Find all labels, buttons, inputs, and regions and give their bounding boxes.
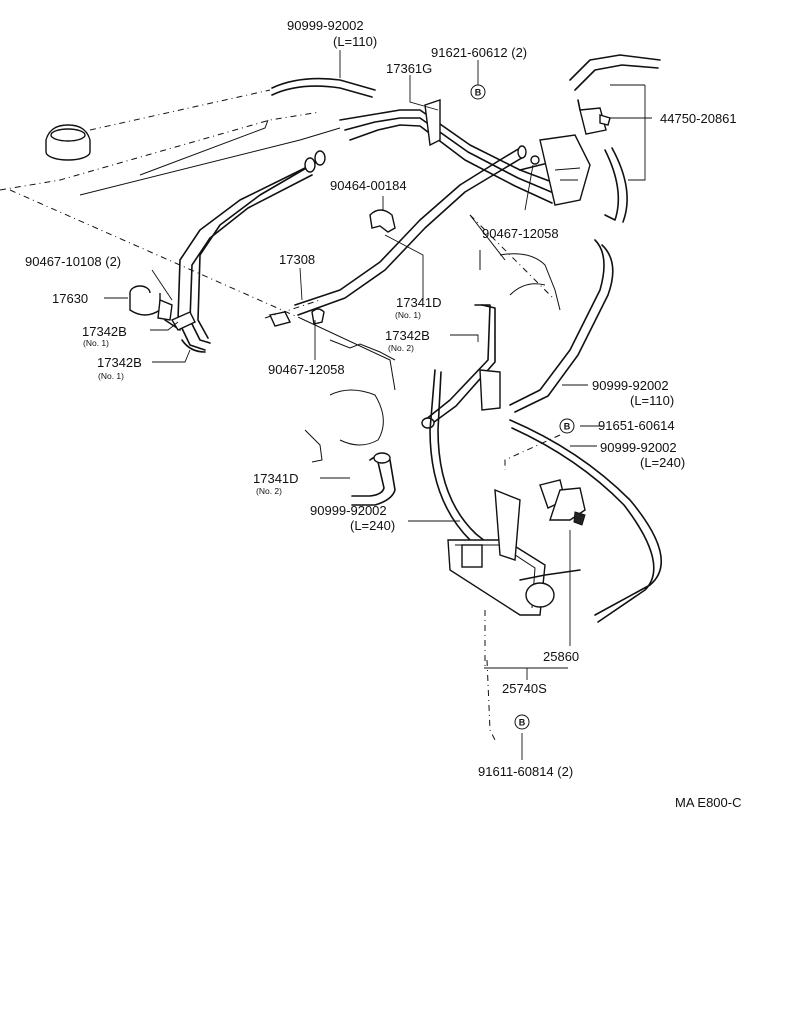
label-hose-right-240-length: (L=240) xyxy=(640,455,685,470)
label-clip-lower: 90467-12058 xyxy=(268,362,345,377)
label-hose-left-240: 90999-92002 xyxy=(310,503,387,518)
label-bolt-top: 91621-60612 (2) xyxy=(431,45,527,60)
hose-17341d-no1 xyxy=(294,145,527,316)
label-bolt-right: 91651-60614 xyxy=(598,418,675,433)
label-hose-right-110-length: (L=110) xyxy=(630,393,674,408)
label-hose-17342b-no1: 17342B xyxy=(82,324,127,339)
pipe-left-bundle xyxy=(177,150,326,351)
hose-17342b-no2 xyxy=(421,304,501,429)
label-hose-right-110: 90999-92002 xyxy=(592,378,669,393)
engine-outline xyxy=(0,111,561,463)
pipe-17361g xyxy=(339,99,591,206)
label-hose-17341d: 17341D xyxy=(396,295,442,310)
label-pipe-17361g: 17361G xyxy=(386,61,432,76)
label-hose-17341d-sub: (No. 1) xyxy=(395,310,421,320)
svg-text:B: B xyxy=(564,422,571,432)
diagram-code: MA E800-C xyxy=(675,795,741,810)
label-hose-left-240-length: (L=240) xyxy=(350,518,395,533)
marker-b-right: B xyxy=(559,418,575,434)
leader-lines xyxy=(104,50,652,760)
label-bolt-bottom: 91611-60814 (2) xyxy=(478,764,573,779)
hose-left-240 xyxy=(429,369,526,581)
label-clip-right: 90467-12058 xyxy=(482,226,559,241)
clamp-90464 xyxy=(369,209,396,233)
valve-17630 xyxy=(129,285,181,331)
alignment-lines xyxy=(264,214,561,741)
svg-text:B: B xyxy=(519,718,526,728)
hose-17342b-no1 xyxy=(170,311,206,353)
label-clip-left: 90467-10108 (2) xyxy=(25,254,121,269)
label-hose-17342b-no1b-sub: (No. 1) xyxy=(98,371,124,381)
label-hose-17341d-no2-sub: (No. 2) xyxy=(256,486,282,496)
label-hose-right-240: 90999-92002 xyxy=(600,440,677,455)
label-hose-top-length: (L=110) xyxy=(333,34,377,49)
label-pipe-17308: 17308 xyxy=(279,252,315,267)
hose-right-110 xyxy=(509,239,614,413)
label-hose-17342b-no2-sub: (No. 2) xyxy=(388,343,414,353)
vsv-44750 xyxy=(569,54,661,223)
hose-right-240 xyxy=(509,419,663,623)
label-hose-17342b-no1b: 17342B xyxy=(97,355,142,370)
bracket-25740s xyxy=(447,488,546,616)
hose-top-110 xyxy=(271,77,376,98)
canister-cap xyxy=(45,89,271,161)
marker-b-bottom: B xyxy=(514,714,530,730)
label-hose-17342b-no2: 17342B xyxy=(385,328,430,343)
label-vsv-25860: 25860 xyxy=(543,649,579,664)
label-clamp-90464: 90464-00184 xyxy=(330,178,407,193)
vsv-25860 xyxy=(519,479,586,608)
label-hose-17342b-no1-sub: (No. 1) xyxy=(83,338,109,348)
svg-text:B: B xyxy=(475,88,482,98)
label-hose-17341d-no2: 17341D xyxy=(253,471,299,486)
marker-b-top: B xyxy=(470,84,486,100)
label-bracket-25740s: 25740S xyxy=(502,681,547,696)
clip-90467-right xyxy=(530,155,540,165)
label-vsv-44750: 44750-20861 xyxy=(660,111,737,126)
elbow-17308 xyxy=(268,308,325,327)
hose-17341d-no2 xyxy=(351,452,396,506)
label-hose-top: 90999-92002 xyxy=(287,18,364,33)
label-valve-17630: 17630 xyxy=(52,291,88,306)
